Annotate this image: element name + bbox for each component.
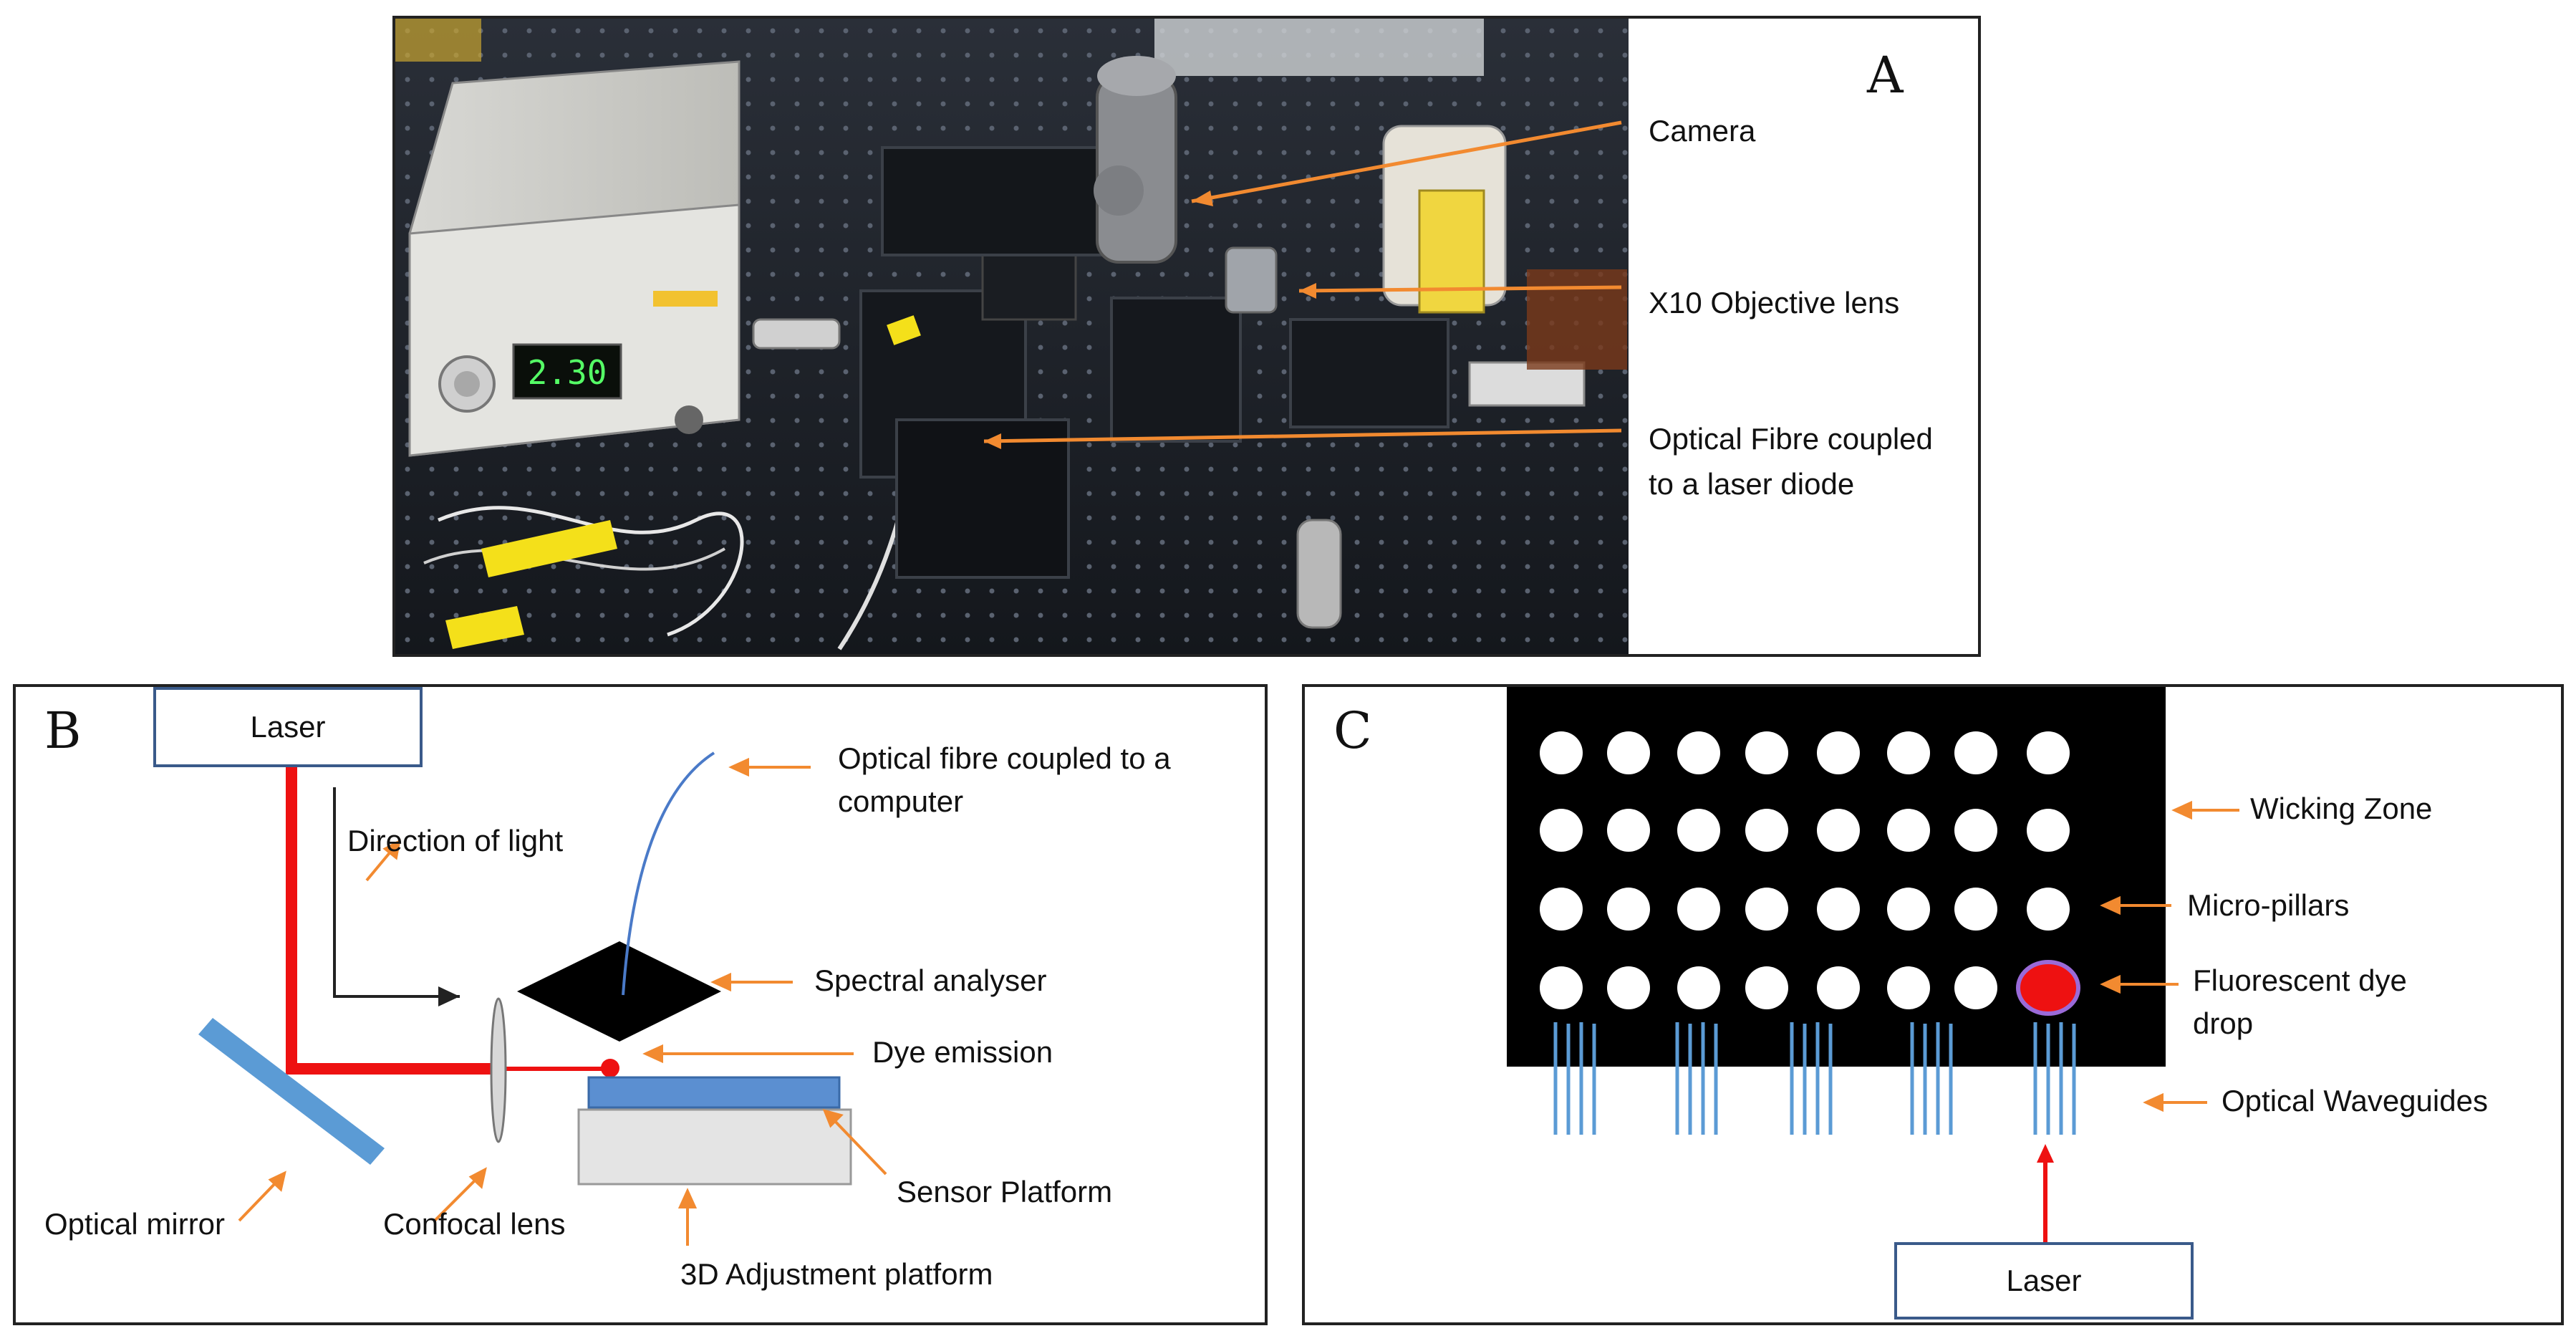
micro-pillar: [1677, 966, 1720, 1009]
spectral-analyser: [517, 941, 721, 1042]
micro-pillar: [1540, 888, 1583, 931]
micro-pillar: [1677, 888, 1720, 931]
micro-pillar: [1954, 966, 1997, 1009]
wicking-zone-label: Wicking Zone: [2250, 792, 2433, 825]
micro-pillar: [2027, 731, 2070, 774]
micro-pillar: [1745, 731, 1788, 774]
micro-pillar: [1817, 731, 1860, 774]
fluorescent-dye-label-line2: drop: [2193, 1006, 2254, 1040]
optical-fibre-label-line1: Optical Fibre coupled: [1649, 422, 1933, 456]
panel-b-diagram: [198, 751, 887, 1246]
laser-readout-display: 2.30: [528, 353, 607, 392]
micro-pillar: [1677, 809, 1720, 852]
micro-pillars-label: Micro-pillars: [2187, 888, 2350, 922]
confocal-lens-label: Confocal lens: [383, 1207, 566, 1241]
laser-box-label: Laser: [2006, 1264, 2082, 1297]
micro-pillar: [1677, 731, 1720, 774]
optical-mirror: [198, 1018, 385, 1165]
panel-b: Laser B Direction of light Optical fibre…: [13, 684, 1268, 1325]
fibre-arrow: [983, 428, 1622, 443]
micro-pillar: [1745, 888, 1788, 931]
micro-pillar: [1954, 809, 1997, 852]
micro-pillar: [1540, 966, 1583, 1009]
micro-pillar-array: [1540, 731, 2080, 1016]
sensor-platform-label: Sensor Platform: [897, 1175, 1113, 1208]
micro-pillar: [1540, 809, 1583, 852]
optical-fibre-label-line1: Optical fibre coupled to a: [838, 741, 1171, 775]
panel-a-letter: A: [1867, 46, 1904, 105]
direction-of-light-arrow: [333, 787, 460, 998]
micro-pillar: [1817, 966, 1860, 1009]
camera-label: Camera: [1649, 114, 1756, 148]
panel-b-letter: B: [44, 701, 82, 760]
micro-pillar: [1954, 731, 1997, 774]
optical-fibre-line: [622, 751, 715, 996]
fluorescent-dye-drop: [2016, 960, 2080, 1016]
panel-c-diagram: [1507, 687, 2239, 1246]
optical-waveguides-label: Optical Waveguides: [2222, 1084, 2488, 1118]
micro-pillar: [1954, 888, 1997, 931]
panel-a: 2.30: [392, 16, 1981, 657]
laser-box: Laser: [1894, 1242, 2194, 1320]
optical-mirror-label: Optical mirror: [44, 1207, 226, 1241]
optical-fibre-label-line2: to a laser diode: [1649, 467, 1855, 501]
camera-arrow: [1191, 120, 1622, 203]
confocal-lens: [490, 997, 507, 1143]
laser-box-label: Laser: [250, 710, 326, 744]
micro-pillar: [1745, 966, 1788, 1009]
micro-pillar: [1607, 731, 1650, 774]
micro-pillar: [1817, 809, 1860, 852]
laser-box: Laser: [153, 687, 423, 767]
sensor-platform: [587, 1076, 841, 1109]
panel-c: Laser C Wicking Zone Micro-pillars Fluor…: [1302, 684, 2564, 1325]
micro-pillar: [1607, 809, 1650, 852]
dye-emission-label: Dye emission: [872, 1035, 1053, 1069]
micro-pillar: [1887, 966, 1930, 1009]
fluorescent-dye-label-line1: Fluorescent dye: [2193, 963, 2407, 997]
micro-pillar: [1607, 966, 1650, 1009]
panel-c-letter: C: [1333, 701, 1372, 760]
objective-lens-label: X10 Objective lens: [1649, 286, 1900, 319]
lab-setup-photo: 2.30: [395, 19, 1629, 654]
micro-pillar: [2027, 888, 2070, 931]
dye-emission-dot: [601, 1059, 619, 1077]
adjustment-platform-label: 3D Adjustment platform: [680, 1257, 993, 1291]
micro-pillar: [1540, 731, 1583, 774]
direction-of-light-label: Direction of light: [347, 824, 564, 857]
spectral-analyser-label: Spectral analyser: [814, 963, 1047, 997]
micro-pillar: [1817, 888, 1860, 931]
micro-pillar: [1887, 809, 1930, 852]
laser-beam: [286, 766, 501, 1075]
optical-fibre-label-line2: computer: [838, 784, 964, 818]
optical-waveguides: [1553, 1022, 2076, 1135]
micro-pillar: [1745, 809, 1788, 852]
micro-pillar: [1887, 731, 1930, 774]
micro-pillar: [2027, 809, 2070, 852]
adjustment-platform: [577, 1108, 852, 1186]
micro-pillar: [1887, 888, 1930, 931]
micro-pillar: [1607, 888, 1650, 931]
objective-arrow: [1298, 285, 1622, 293]
